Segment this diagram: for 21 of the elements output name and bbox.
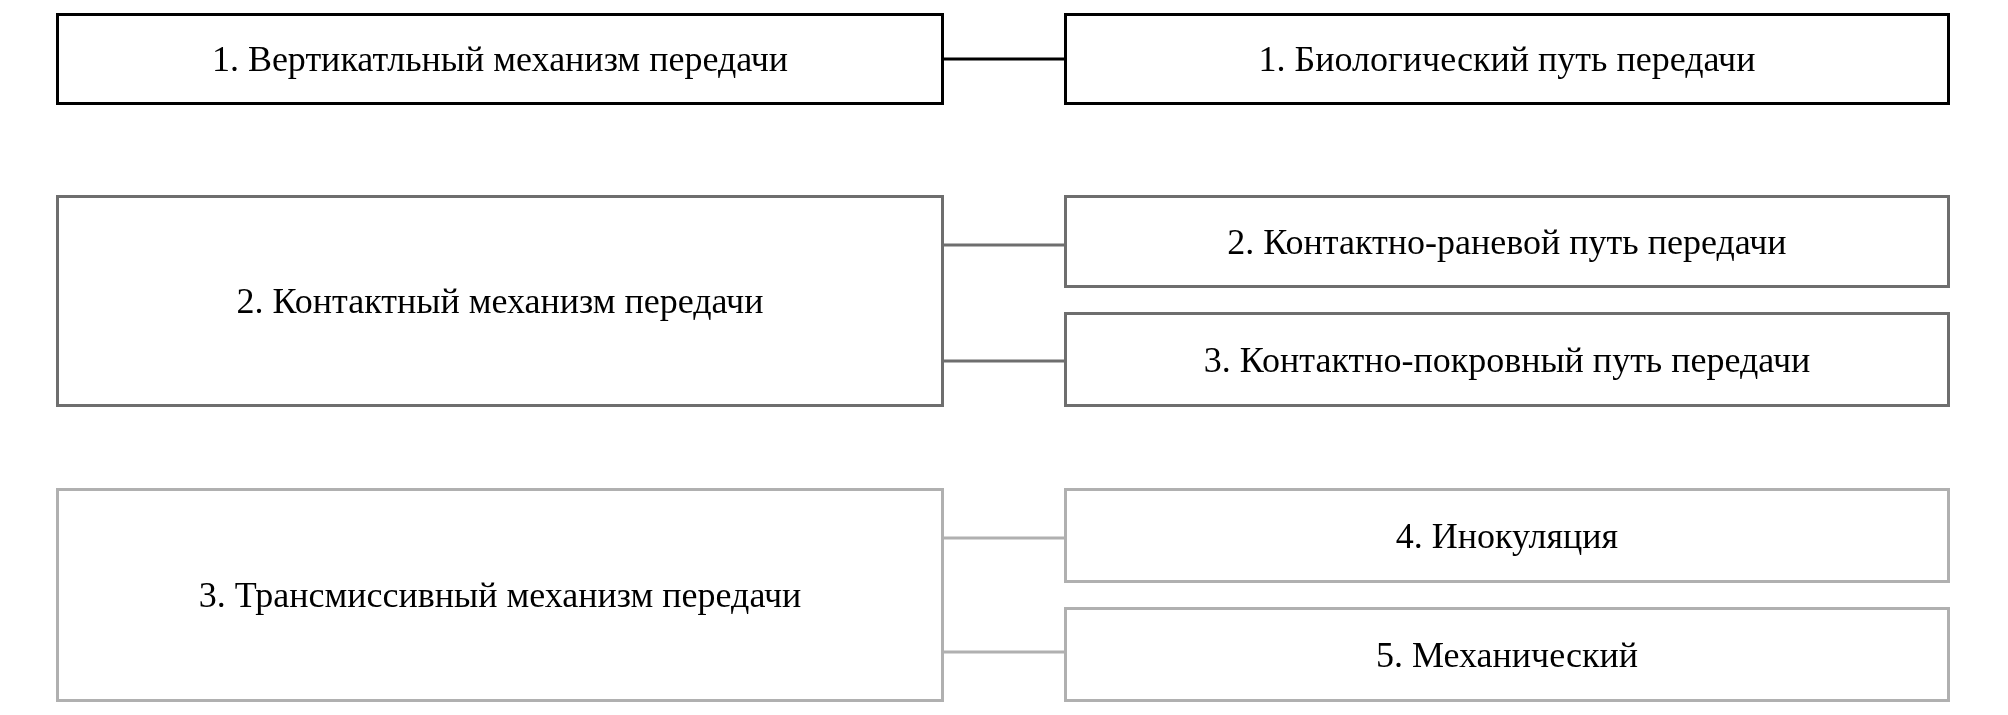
box-label: 4. Инокуляция [1395,514,1619,557]
box-label: 3. Трансмиссивный механизм передачи [198,574,802,616]
process-box [1064,607,1950,702]
process-box [1064,312,1950,407]
connector-line [944,359,1064,363]
box-label: 2. Контактно-раневой путь передачи [1227,220,1787,263]
connector-line [944,650,1064,654]
process-box [1064,13,1950,105]
box-label: 1. Вертикатльный механизм передачи [211,38,789,80]
connector-line [944,57,1064,61]
process-box [56,13,944,105]
process-box [56,195,944,407]
box-label: 3. Контактно-покровный путь передачи [1203,338,1811,381]
connector-line [944,536,1064,540]
box-label: 5. Механический [1375,633,1639,676]
process-box [56,488,944,702]
process-box [1064,488,1950,583]
box-label: 2. Контактный механизм передачи [236,280,764,322]
connector-line [944,243,1064,247]
box-label: 1. Биологический путь передачи [1258,38,1756,80]
process-box [1064,195,1950,288]
